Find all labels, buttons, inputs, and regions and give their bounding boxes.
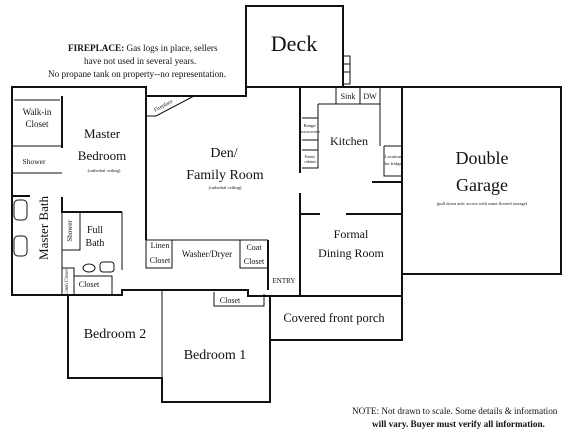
- label-shower-side: Shower: [66, 220, 74, 242]
- porch-outline: [269, 296, 403, 341]
- wall-dining-top: [299, 193, 320, 215]
- label-bedroom2: Bedroom 2: [84, 327, 147, 342]
- label-garage-2: Garage: [456, 175, 508, 195]
- sink-box: [335, 88, 361, 104]
- label-full-bath-1: Full: [87, 225, 103, 236]
- disclaimer-line2: will vary. Buyer must verify all informa…: [372, 419, 545, 429]
- label-linen-closet-small: Linen Closet: [65, 269, 70, 295]
- label-fireplace: Fireplace: [153, 98, 174, 113]
- label-dw: DW: [363, 92, 377, 101]
- wall-linen-small: [62, 267, 75, 295]
- wall-master-bedroom-south: [61, 197, 122, 213]
- fireplace-note-line1: FIREPLACE: Gas logs in place, sellers: [68, 43, 218, 53]
- label-master-bedroom-2: Bedroom: [78, 148, 126, 163]
- label-coat-closet-1: Coat: [246, 243, 262, 252]
- label-range-1: Range/: [304, 123, 317, 128]
- fireplace-note-line3: No propane tank on property--no represen…: [48, 69, 226, 79]
- label-sink: Sink: [341, 92, 356, 101]
- wall-closet-hall: [74, 275, 113, 295]
- sink-icon: [13, 235, 28, 257]
- label-master-bedroom-1: Master: [84, 126, 121, 141]
- label-coat-closet-2: Closet: [244, 257, 265, 266]
- label-linen-closet-2: Closet: [150, 256, 171, 265]
- label-bedroom1: Bedroom 1: [184, 348, 247, 363]
- label-closet-bedroom1: Closet: [220, 296, 241, 305]
- label-master-bath: Master Bath: [36, 196, 51, 260]
- wall-range-box: [302, 117, 319, 141]
- label-dining-2: Dining Room: [318, 246, 384, 260]
- walls: [11, 5, 562, 403]
- label-entry: ENTRY: [273, 277, 296, 285]
- fireplace-note-line2: have not used in several years.: [84, 56, 196, 66]
- wall-pantry-box: [302, 149, 319, 169]
- fireplace-shape: [145, 95, 195, 117]
- tub-icon: [13, 199, 28, 221]
- wall-linen-closet: [145, 240, 173, 269]
- label-kitchen: Kitchen: [330, 134, 368, 148]
- label-washer-dryer: Washer/Dryer: [182, 249, 232, 259]
- vanity-sink-icon: [99, 261, 115, 273]
- label-den-2: Family Room: [186, 168, 264, 183]
- fixtures: [13, 99, 115, 273]
- label-full-bath-2: Bath: [86, 238, 105, 249]
- label-range-2: microwave: [300, 129, 320, 134]
- label-den-note: (cathedral ceiling): [209, 185, 242, 190]
- label-porch: Covered front porch: [283, 311, 385, 325]
- label-pantry-2: cabinet: [304, 159, 316, 164]
- fireplace-note-lead: FIREPLACE:: [68, 43, 124, 53]
- disclaimer-line1: NOTE: Not drawn to scale. Some details &…: [352, 406, 558, 416]
- label-shower-top: Shower: [23, 157, 46, 166]
- label-deck: Deck: [271, 31, 317, 56]
- wall-shower-box: [62, 212, 81, 251]
- toilet-icon: [82, 263, 96, 273]
- label-fridge-2: for fridge: [384, 161, 401, 166]
- wall-bedroom2-top: [68, 289, 162, 296]
- label-fridge-1: Location: [385, 154, 402, 159]
- deck-outline: [245, 5, 344, 87]
- wall-fridge-box: [383, 145, 403, 177]
- label-master-bedroom-note: (cathedral ceiling): [88, 168, 121, 173]
- label-walk-in-closet-1: Walk-in: [23, 107, 52, 117]
- label-walk-in-closet-2: Closet: [25, 119, 49, 129]
- label-den-1: Den/: [210, 146, 237, 161]
- deck-steps: [343, 55, 351, 85]
- label-garage-1: Double: [456, 148, 509, 168]
- label-dining-1: Formal: [334, 227, 369, 241]
- label-pantry-1: Pantry: [305, 154, 315, 159]
- label-linen-closet-1: Linen: [151, 241, 170, 250]
- wall-bedroom1-closet: [213, 292, 265, 307]
- wall-bedroom1-top: [162, 289, 270, 297]
- fireplace-note-line1-rest: Gas logs in place, sellers: [124, 43, 218, 53]
- label-closet-hall: Closet: [79, 280, 100, 289]
- label-garage-note: (pull down attic access with some floore…: [437, 201, 528, 206]
